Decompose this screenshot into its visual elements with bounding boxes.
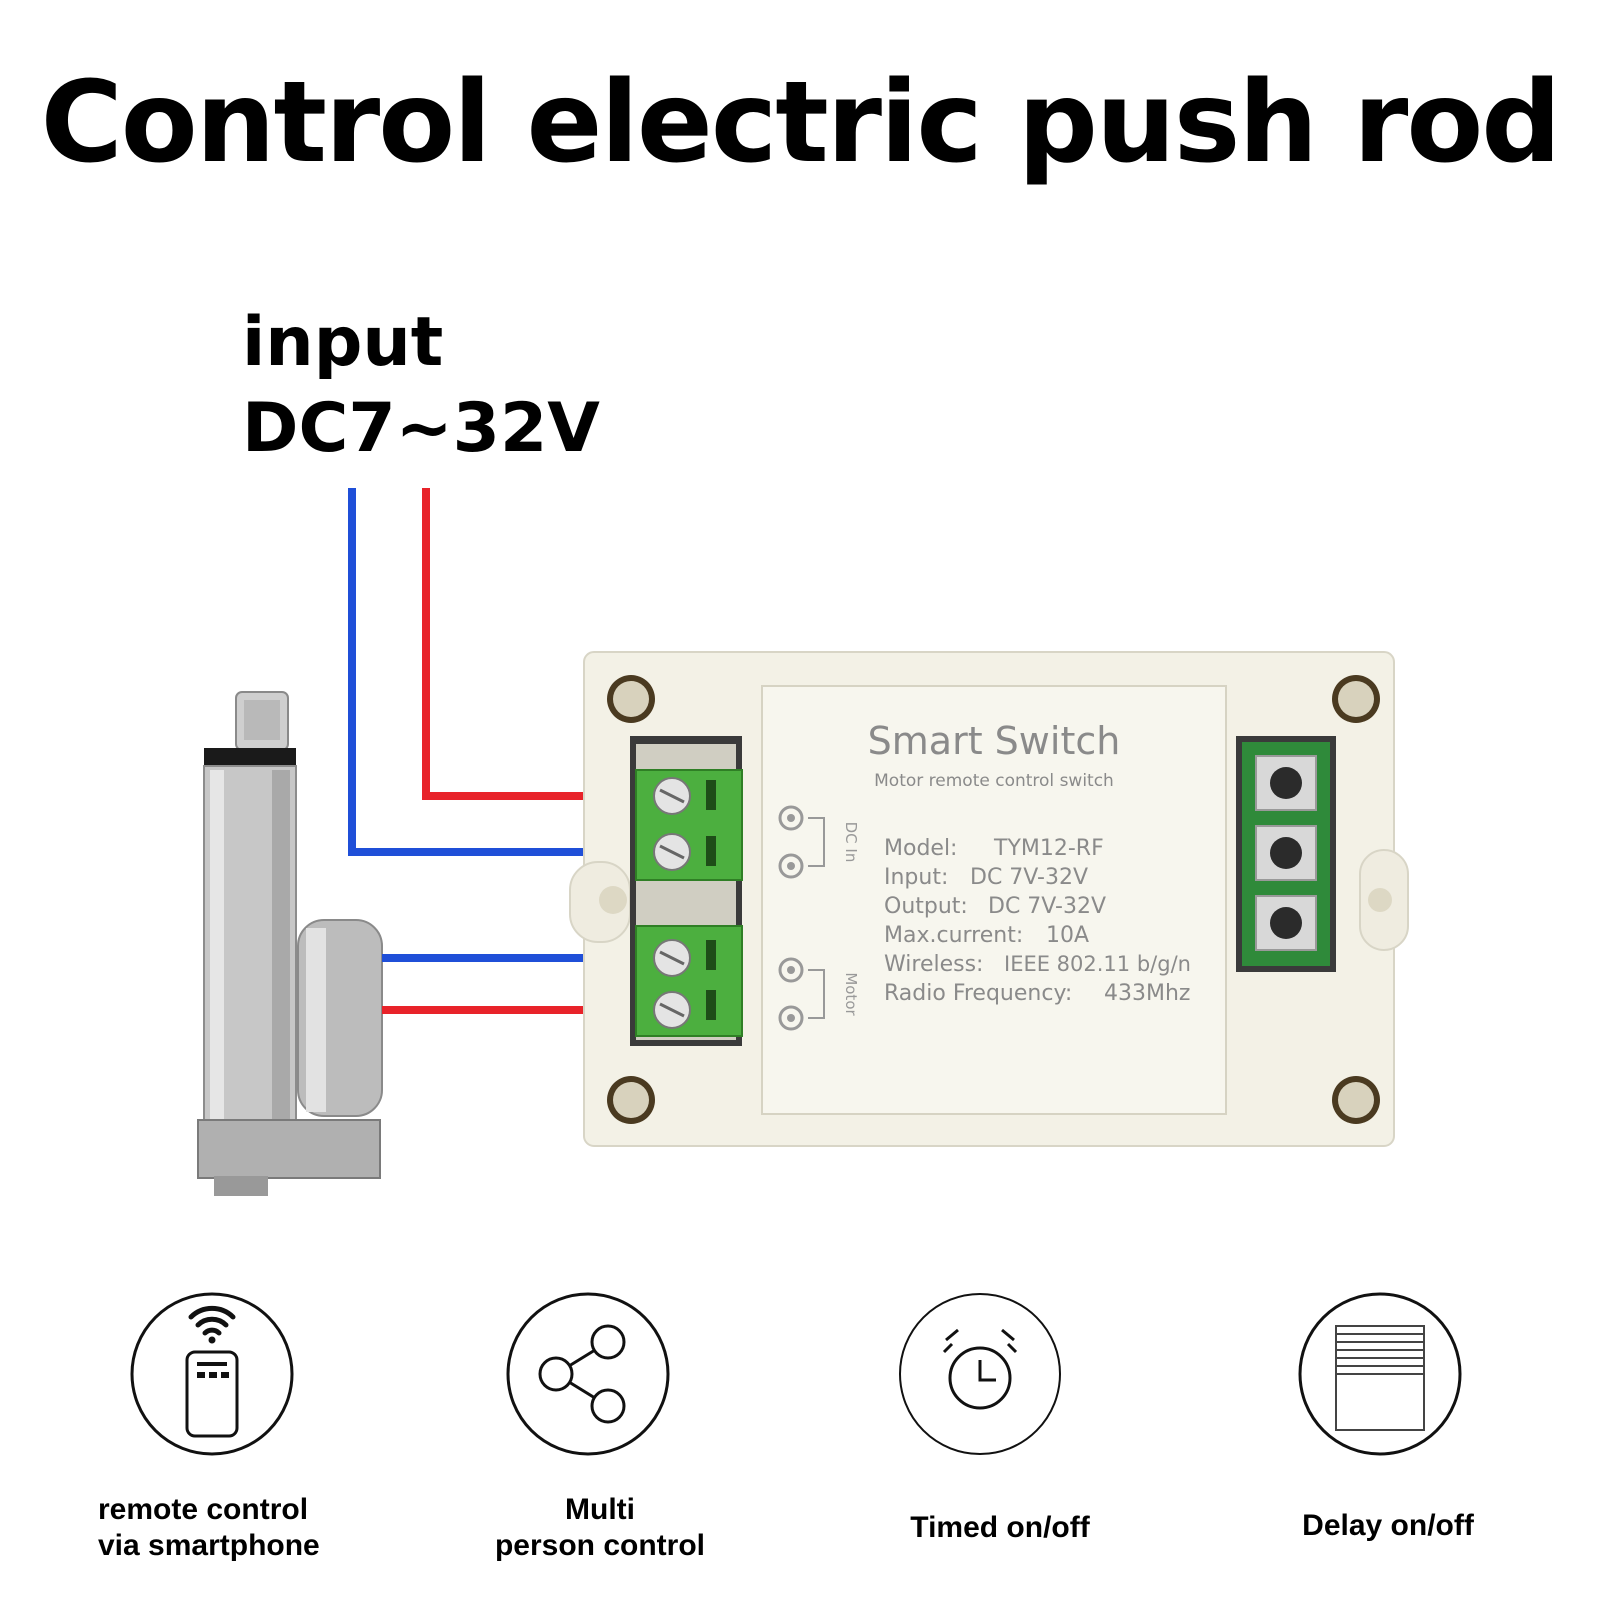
terminal-block-motor — [635, 925, 743, 1037]
spec-output-value: DC 7V-32V — [988, 894, 1106, 919]
spec-input-key: Input: — [884, 865, 948, 890]
feature-circle — [899, 1293, 1061, 1455]
linear-actuator — [197, 691, 383, 1196]
smartphone-wifi-icon — [185, 1305, 239, 1438]
alarm-clock-icon — [942, 1328, 1018, 1410]
indicator-dot — [778, 957, 804, 983]
spec-wireless-value: IEEE 802.11 b/g/n — [1004, 952, 1191, 976]
indicator-dot — [778, 1005, 804, 1031]
actuator-base — [197, 1119, 381, 1179]
input-wires — [348, 488, 640, 856]
tactile-button — [1255, 895, 1317, 951]
share-icon — [538, 1324, 626, 1424]
feature-multi-line1: Multi — [565, 1493, 635, 1526]
feature-remote-line1: remote control — [98, 1493, 309, 1526]
spec-radio-key: Radio Frequency: — [884, 981, 1072, 1006]
feature-label-remote: remote control via smartphone — [22, 1492, 398, 1564]
feature-multi-line2: person control — [494, 1529, 705, 1562]
spec-wireless-key: Wireless: — [884, 952, 983, 977]
spec-output-key: Output: — [884, 894, 968, 919]
tactile-button — [1255, 825, 1317, 881]
feature-label-multi: Multi person control — [420, 1492, 780, 1564]
indicator-dot — [778, 853, 804, 879]
spec-model-value: TYM12-RF — [993, 836, 1104, 861]
indicator-dot — [778, 805, 804, 831]
spec-radio-value: 433Mhz — [1104, 981, 1190, 1006]
spec-list: Model: TYM12-RF Input: DC 7V-32V Output:… — [884, 836, 1191, 1006]
motor-label: Motor — [842, 972, 860, 1016]
spec-input-value: DC 7V-32V — [970, 865, 1088, 890]
device-title: Smart Switch — [868, 719, 1121, 763]
spec-current-key: Max.current: — [884, 923, 1023, 948]
input-wire-positive — [422, 488, 640, 800]
feature-remote-line2: via smartphone — [98, 1529, 320, 1562]
input-label-line2: DC7~32V — [242, 389, 600, 468]
tactile-button — [1255, 755, 1317, 811]
feature-circle — [1298, 1292, 1462, 1456]
feature-delay-line1: Delay on/off — [1302, 1509, 1474, 1542]
feature-label-timed: Timed on/off — [820, 1510, 1180, 1546]
feature-label-delay: Delay on/off — [1208, 1508, 1568, 1544]
feature-timed-line1: Timed on/off — [910, 1511, 1090, 1544]
shutter-icon — [1335, 1325, 1425, 1431]
dc-in-label: DC In — [842, 822, 860, 863]
page-title: Control electric push rod — [40, 58, 1562, 188]
actuator-collar — [204, 748, 296, 766]
terminal-block-input — [635, 769, 743, 881]
smart-switch-device: Smart Switch Motor remote control switch… — [569, 651, 1409, 1147]
device-subtitle: Motor remote control switch — [874, 771, 1114, 791]
spec-model-key: Model: — [884, 836, 957, 861]
feature-circle — [506, 1292, 670, 1456]
input-voltage-label: input DC7~32V — [242, 300, 600, 472]
label-plate — [761, 685, 1227, 1115]
feature-circle — [130, 1292, 294, 1456]
input-wire-negative — [348, 488, 640, 856]
spec-current-value: 10A — [1046, 923, 1089, 948]
feature-icons — [130, 1292, 1462, 1456]
input-label-line1: input — [242, 303, 444, 382]
